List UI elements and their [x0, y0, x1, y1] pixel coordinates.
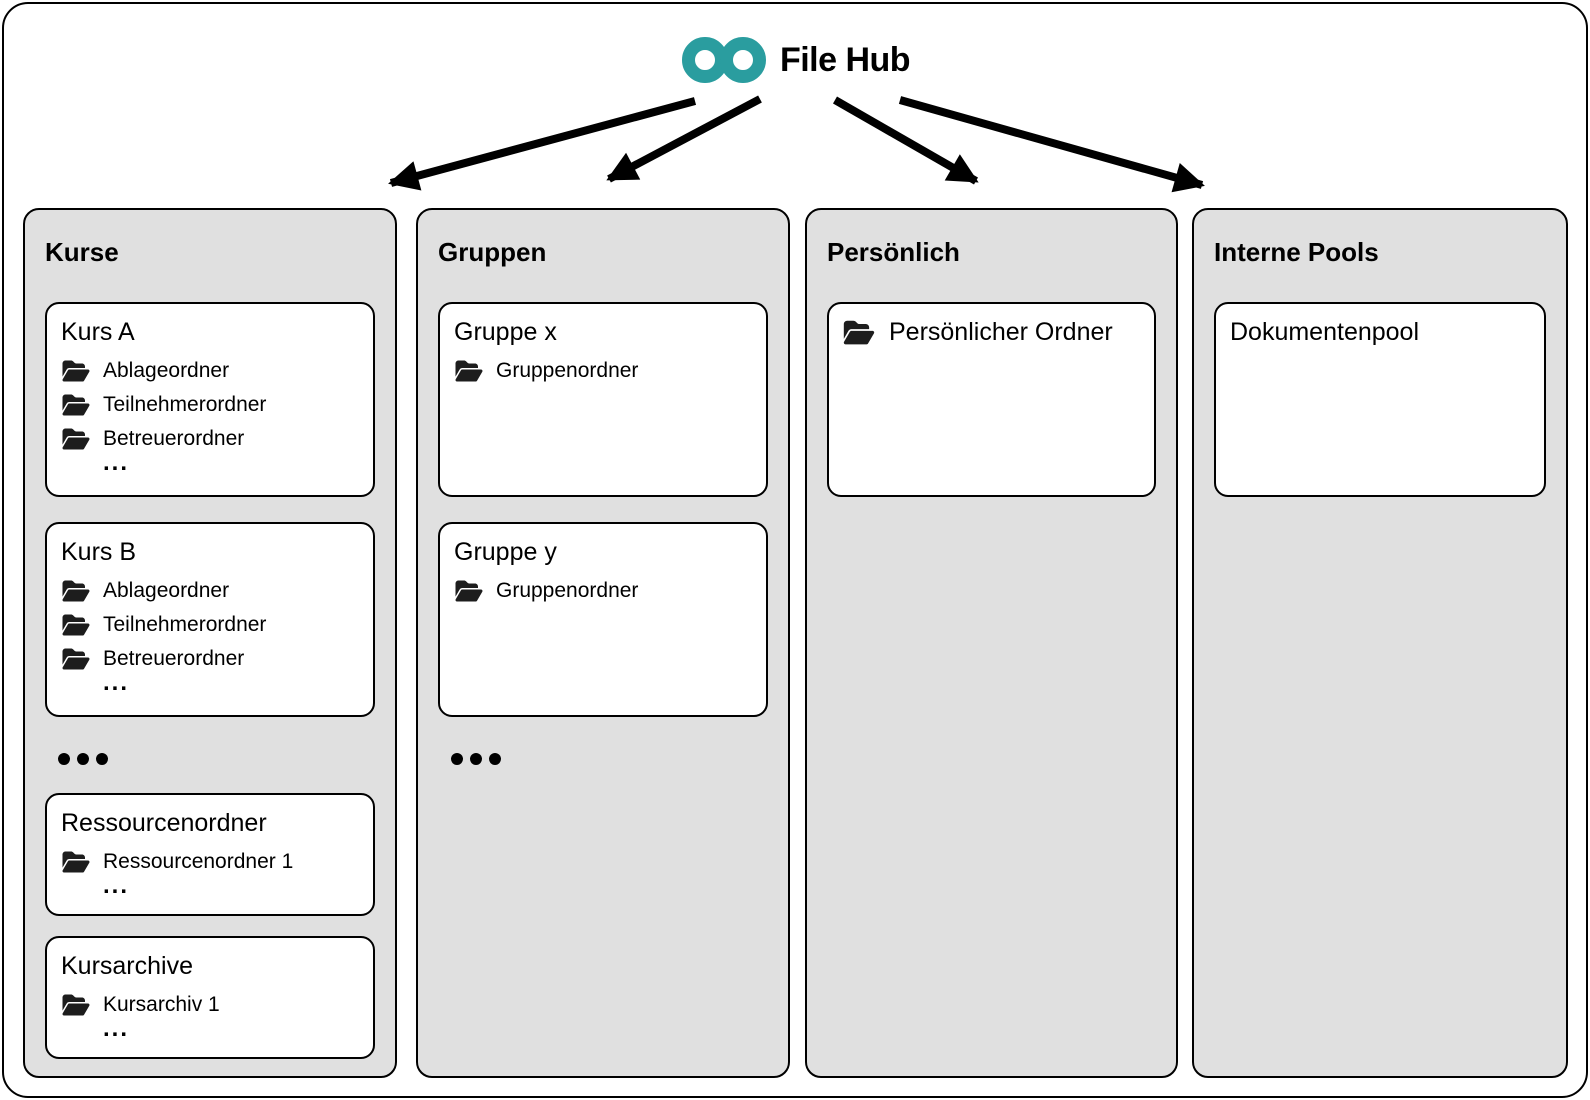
- column-title-interne-pools: Interne Pools: [1214, 237, 1379, 267]
- card-gruppe-x: Gruppe x Gruppenordner: [438, 302, 768, 497]
- folder-open-icon: [454, 579, 484, 603]
- file-hub-header: File Hub: [0, 36, 1590, 84]
- folder-label: Teilnehmerordner: [103, 393, 267, 416]
- folder-label: Persönlicher Ordner: [889, 318, 1113, 346]
- folder-label: Ablageordner: [103, 579, 230, 602]
- folder-label: Betreuerordner: [103, 427, 245, 450]
- infinity-icon: [681, 37, 766, 83]
- folder-open-icon: [61, 613, 91, 637]
- folder-open-icon: [61, 850, 91, 874]
- more-indicator: ...: [103, 669, 130, 696]
- folder-item: Ablageordner: [61, 358, 359, 384]
- card-title-gruppe-x: Gruppe x: [454, 318, 557, 346]
- card-title-ressourcenordner: Ressourcenordner: [61, 809, 267, 837]
- arrow-to-persoenlich: [833, 96, 979, 185]
- folder-label: Gruppenordner: [496, 359, 639, 382]
- card-gruppe-y: Gruppe y Gruppenordner: [438, 522, 768, 717]
- arrow-to-gruppen: [606, 95, 762, 183]
- card-title-kurs-a: Kurs A: [61, 318, 135, 346]
- folder-item: Ablageordner: [61, 578, 359, 604]
- column-kurse: Kurse Kurs A Ablageordner Teilnehmerordn…: [23, 208, 397, 1078]
- folder-item: Kursarchiv 1: [61, 992, 359, 1018]
- folder-label: Betreuerordner: [103, 647, 245, 670]
- folder-item: Gruppenordner: [454, 358, 752, 384]
- more-indicator: ...: [103, 1015, 130, 1042]
- card-kursarchive: Kursarchive Kursarchiv 1 ...: [45, 936, 375, 1059]
- card-persoenlicher-ordner: Persönlicher Ordner: [827, 302, 1156, 497]
- folder-label: Ablageordner: [103, 359, 230, 382]
- pool-label: Dokumentenpool: [1230, 318, 1420, 346]
- folder-label: Kursarchiv 1: [103, 993, 220, 1016]
- folder-open-icon: [61, 579, 91, 603]
- folder-item: Gruppenordner: [454, 578, 752, 604]
- card-ressourcenordner: Ressourcenordner Ressourcenordner 1 ...: [45, 793, 375, 916]
- more-indicator: ...: [103, 872, 130, 899]
- card-dokumentenpool: Dokumentenpool: [1214, 302, 1546, 497]
- column-persoenlich: Persönlich Persönlicher Ordner: [805, 208, 1178, 1078]
- hub-title: File Hub: [779, 40, 911, 79]
- folder-open-icon: [61, 993, 91, 1017]
- folder-item: Teilnehmerordner: [61, 612, 359, 638]
- more-indicator: ...: [103, 449, 130, 476]
- column-title-kurse: Kurse: [45, 237, 119, 267]
- arrow-to-interne-pools: [898, 96, 1205, 193]
- folder-item: Teilnehmerordner: [61, 392, 359, 418]
- folder-item: Persönlicher Ordner: [843, 314, 1140, 350]
- folder-label: Teilnehmerordner: [103, 613, 267, 636]
- column-interne-pools: Interne Pools Dokumentenpool: [1192, 208, 1568, 1078]
- folder-open-icon: [843, 319, 875, 346]
- column-title-gruppen: Gruppen: [438, 237, 547, 267]
- folder-open-icon: [454, 359, 484, 383]
- folder-open-icon: [61, 647, 91, 671]
- folder-open-icon: [61, 427, 91, 451]
- card-title-kursarchive: Kursarchive: [61, 952, 193, 980]
- column-title-persoenlich: Persönlich: [827, 237, 960, 267]
- card-title-kurs-b: Kurs B: [61, 538, 137, 566]
- folder-item: Betreuerordner: [61, 426, 359, 452]
- folder-item: Betreuerordner: [61, 646, 359, 672]
- folder-open-icon: [61, 393, 91, 417]
- arrow-to-kurse: [388, 97, 697, 191]
- pool-item: Dokumentenpool: [1230, 314, 1530, 350]
- more-cards-dots: [58, 753, 375, 765]
- card-title-gruppe-y: Gruppe y: [454, 538, 557, 566]
- folder-label: Gruppenordner: [496, 579, 639, 602]
- more-cards-dots: [451, 753, 768, 765]
- hub-arrows: [388, 95, 1205, 193]
- folder-label: Ressourcenordner 1: [103, 850, 294, 873]
- folder-item: Ressourcenordner 1: [61, 849, 359, 875]
- card-kurs-a: Kurs A Ablageordner Teilnehmerordner Bet…: [45, 302, 375, 497]
- folder-open-icon: [61, 359, 91, 383]
- card-kurs-b: Kurs B Ablageordner Teilnehmerordner Bet…: [45, 522, 375, 717]
- column-gruppen: Gruppen Gruppe x Gruppenordner Gruppe y …: [416, 208, 790, 1078]
